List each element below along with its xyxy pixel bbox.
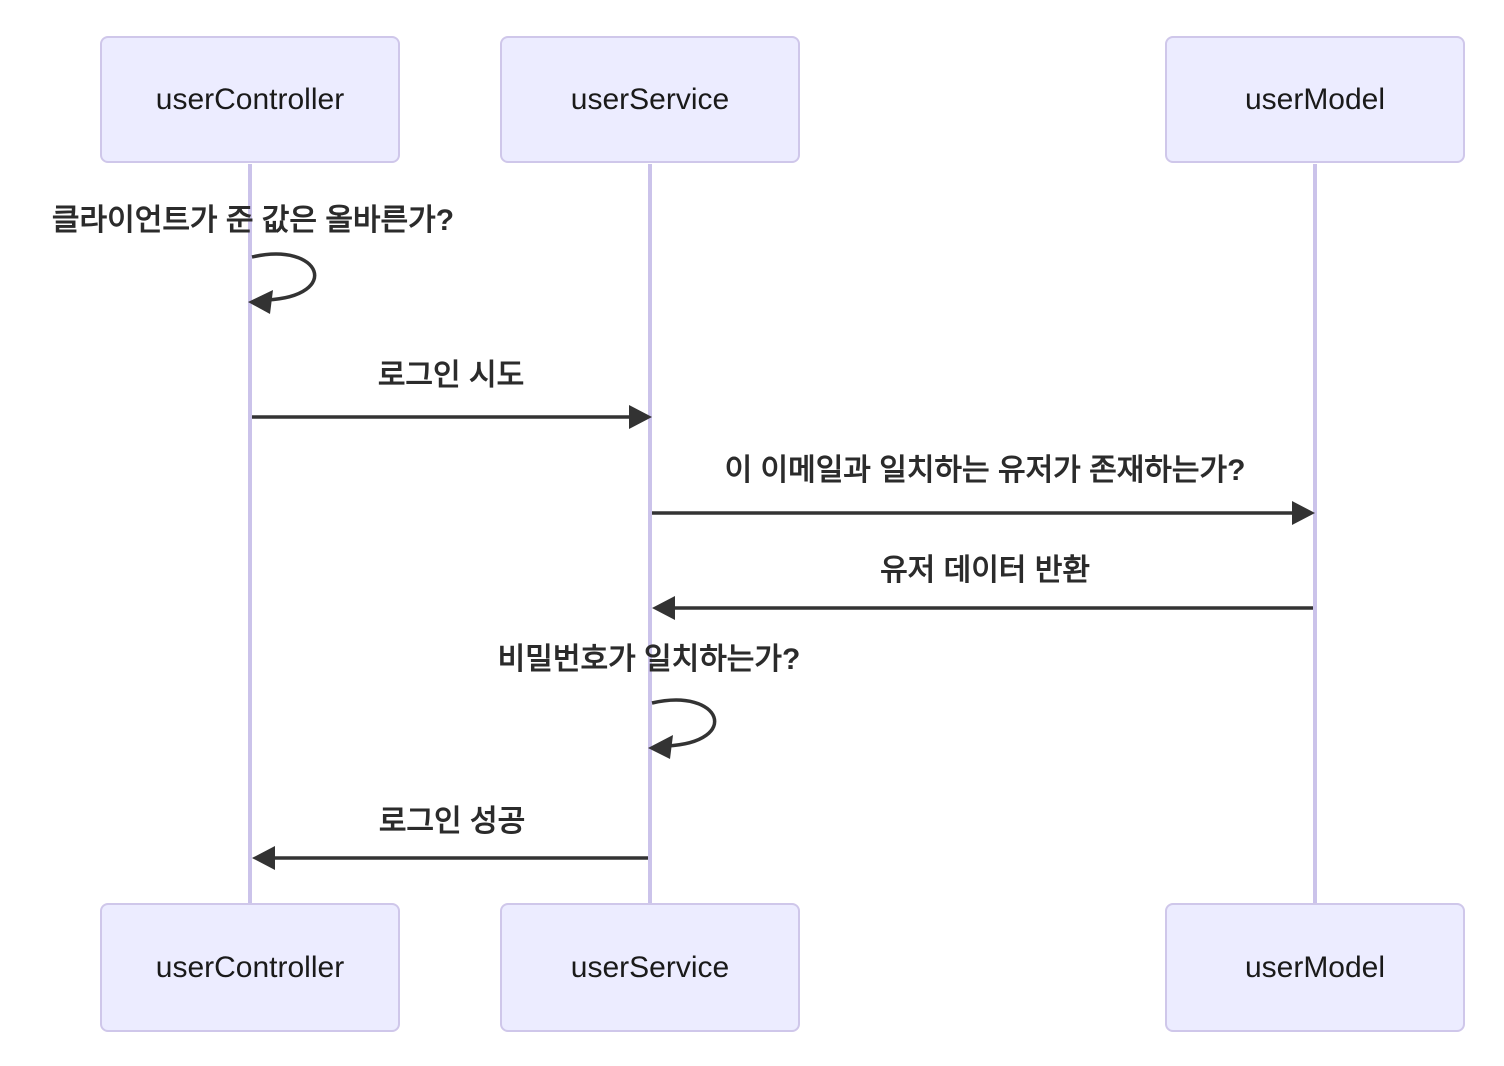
self-loop-validate-input [251,252,317,302]
actor-label: userController [155,950,345,984]
actor-top-usercontroller: userController [100,36,400,163]
message-login-success-label: 로그인 성공 [378,805,526,838]
arrowhead-icon [648,735,673,759]
arrowhead-icon [252,846,275,870]
message-self-validate-input-label: 클라이언트가 준 값은 올바른가? [51,204,455,237]
lifeline-usermodel [1313,164,1317,903]
lifeline-usercontroller [248,164,252,903]
arrowhead-icon [629,405,652,429]
actor-bottom-usercontroller: userController [100,903,400,1032]
lifeline-userservice [648,164,652,903]
actor-top-userservice: userService [500,36,800,163]
actor-bottom-usermodel: userModel [1165,903,1465,1032]
message-return-user-data-label: 유저 데이터 반환 [880,554,1090,587]
arrowhead-icon [248,290,273,314]
actor-top-usermodel: userModel [1165,36,1465,163]
actor-label: userController [155,82,345,116]
actor-label: userService [570,950,730,984]
actor-label: userService [570,82,730,116]
actor-bottom-userservice: userService [500,903,800,1032]
self-loop-check-password [651,698,717,748]
arrowhead-icon [652,596,675,620]
actor-label: userModel [1244,82,1386,116]
message-login-attempt-label: 로그인 시도 [377,359,525,392]
message-find-user-by-email-label: 이 이메일과 일치하는 유저가 존재하는가? [724,454,1246,487]
arrowhead-icon [1292,501,1315,525]
message-self-check-password-label: 비밀번호가 일치하는가? [497,643,801,676]
actor-label: userModel [1244,950,1386,984]
